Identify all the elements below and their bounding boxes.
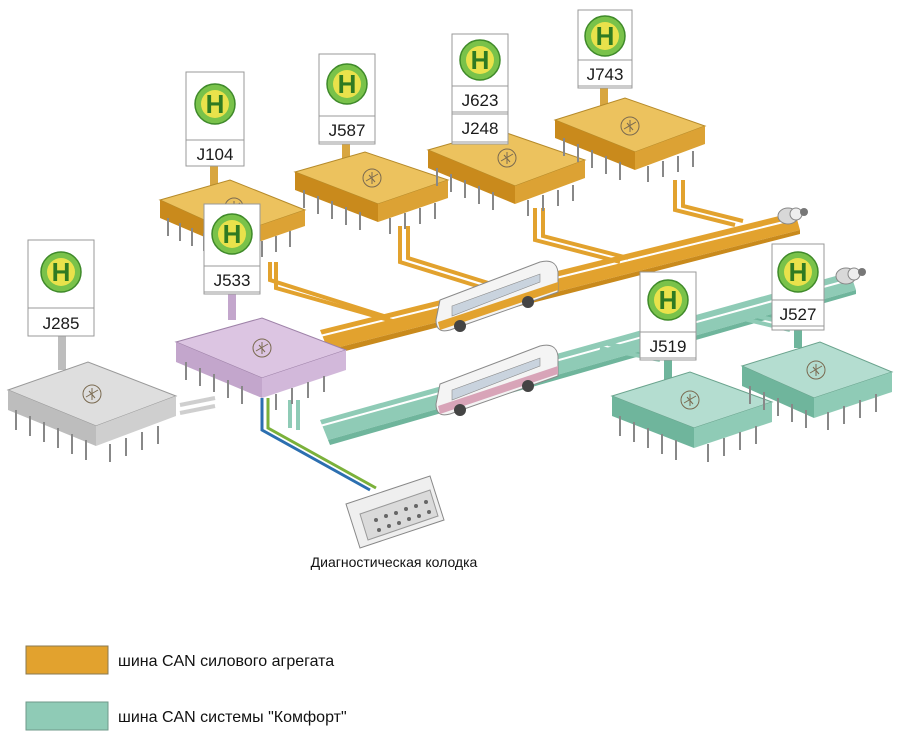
label-j519: J519 [650,337,687,356]
diagnostic-cable [260,398,377,492]
legend-swatch-powertrain [25,645,109,675]
label-j285: J285 [43,314,80,333]
legend: шина CAN силового агрегата шина CAN сист… [25,645,347,731]
gateway-link-lines [179,396,216,415]
module-j743 [553,84,707,182]
sign-j623-j248: J623 J248 [451,33,509,145]
comfort-bus-vehicle [435,344,559,416]
label-j623: J623 [462,91,499,110]
label-j587: J587 [329,121,366,140]
sign-j104: J104 [185,71,245,167]
module-j519 [610,360,774,462]
module-j285 [6,330,178,462]
diagnostic-connector-label: Диагностическая колодка [311,554,478,570]
diagnostic-connector: Диагностическая колодка [311,475,478,570]
sign-j587: J587 [318,53,376,145]
module-j533 [174,294,348,410]
label-j533: J533 [214,271,251,290]
label-j248: J248 [462,119,499,138]
sign-j527: J527 [771,243,825,331]
legend-label-comfort: шина CAN системы "Комфорт" [118,709,347,726]
label-j527: J527 [780,305,817,324]
module-j527 [740,326,894,430]
sign-j285: J285 [27,239,95,337]
powertrain-bus-vehicle [435,260,559,332]
sign-j519: J519 [639,271,697,361]
legend-swatch-comfort [25,701,109,731]
legend-label-powertrain: шина CAN силового агрегата [118,653,334,670]
module-j587 [293,120,450,234]
sign-j533: J533 [203,203,261,295]
label-j104: J104 [197,145,234,164]
sign-j743: J743 [577,9,633,89]
label-j743: J743 [587,65,624,84]
